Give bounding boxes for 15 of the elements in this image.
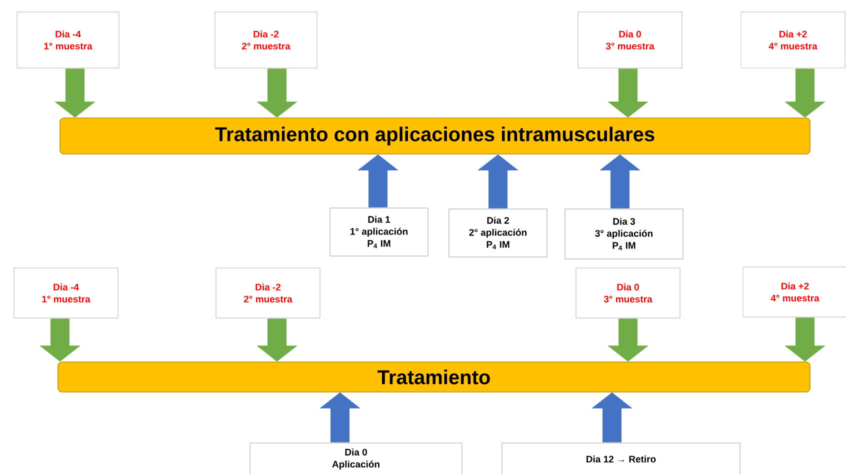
sample-box: Dia 0 3° muestra [576, 268, 680, 318]
sample-box: Dia -2 2° muestra [216, 268, 320, 318]
sample-box: Dia +2 4° muestra [740, 12, 846, 68]
application-box: Dia 2 2° aplicación P$_{4}$ IM [448, 208, 548, 258]
application-box: Dia 1 1° aplicación P$_{4}$ IM [330, 208, 428, 256]
treatment-bar: Tratamiento con aplicaciones intramusculares [60, 118, 810, 154]
application-box: Dia 12 → Retiro [502, 442, 740, 474]
treatment-bar: Tratamiento [58, 362, 810, 392]
sample-box: Dia -4 1° muestra [16, 12, 120, 68]
sample-box: Dia +2 4° muestra [742, 266, 846, 318]
application-box: Dia 0 Aplicación [250, 442, 462, 474]
sample-box: Dia -2 2° muestra [214, 12, 318, 68]
sample-box: Dia 0 3° muestra [578, 12, 682, 68]
sample-box: Dia -4 1° muestra [14, 268, 118, 318]
application-box: Dia 3 3° aplicación P$_{4}$ IM [564, 208, 684, 260]
